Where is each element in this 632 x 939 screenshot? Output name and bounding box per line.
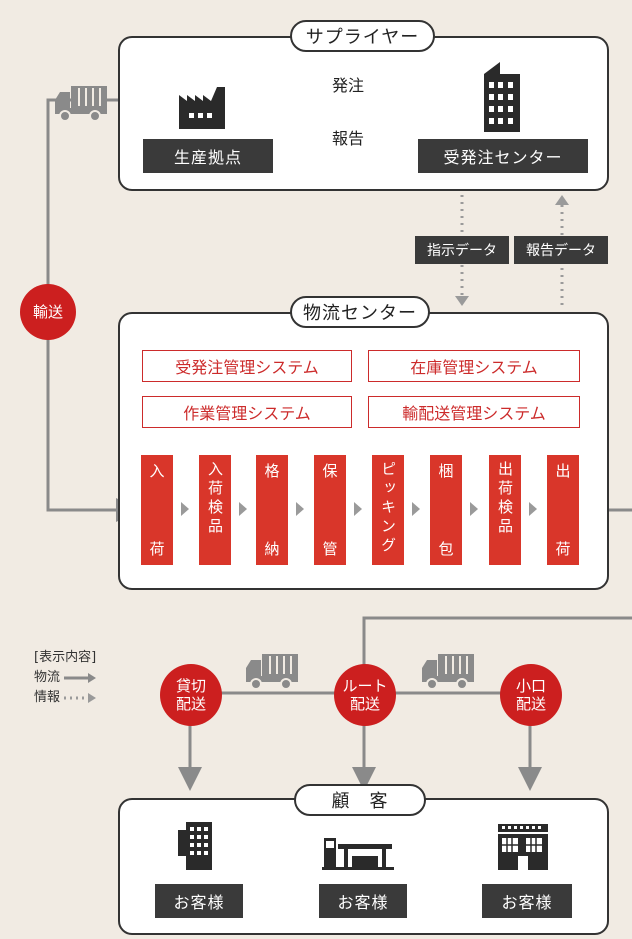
report-label: 報告 bbox=[331, 129, 364, 148]
customer-label-2: お客様 bbox=[319, 884, 407, 918]
process-arrow-icon bbox=[529, 502, 537, 516]
route-delivery-line1: ルート bbox=[342, 677, 388, 695]
supplier-title: サプライヤー bbox=[290, 20, 435, 52]
process-step-1: 入荷 bbox=[141, 455, 173, 565]
route-delivery-badge: ルート 配送 bbox=[334, 664, 396, 726]
process-step-3: 格納 bbox=[256, 455, 288, 565]
small-lot-delivery-line2: 配送 bbox=[515, 695, 546, 713]
truck-icon-charter bbox=[246, 654, 298, 690]
gas-station-icon bbox=[322, 838, 394, 870]
production-base-label: 生産拠点 bbox=[143, 139, 273, 173]
factory-icon bbox=[179, 87, 225, 129]
order-center-label: 受発注センター bbox=[418, 139, 588, 173]
report-data-tag: 報告データ bbox=[514, 236, 608, 264]
truck-icon-route bbox=[422, 654, 474, 690]
process-step-2: 入荷検品 bbox=[199, 455, 231, 565]
customers-title: 顧 客 bbox=[294, 784, 426, 816]
process-step-5: ピッキング bbox=[372, 455, 404, 565]
process-step-bottom: 納 bbox=[264, 540, 280, 558]
process-step-bottom: 荷 bbox=[555, 540, 571, 558]
legend-goods-label: 物流 bbox=[34, 670, 61, 685]
process-step-text: 出荷検品 bbox=[496, 461, 514, 537]
system-work-management: 作業管理システム bbox=[142, 396, 352, 428]
customer-label-3: お客様 bbox=[482, 884, 572, 918]
process-arrow-icon bbox=[296, 502, 304, 516]
process-step-4: 保管 bbox=[314, 455, 346, 565]
process-step-top: 入 bbox=[149, 462, 165, 480]
instruction-arrowhead bbox=[455, 296, 469, 306]
report-arrowhead bbox=[555, 195, 569, 205]
route-delivery-line2: 配送 bbox=[349, 695, 380, 713]
legend-info-arrow-icon bbox=[64, 693, 97, 703]
charter-delivery-line2: 配送 bbox=[175, 695, 206, 713]
order-label: 発注 bbox=[331, 76, 364, 95]
truck-icon bbox=[55, 86, 107, 122]
legend-title: [表示内容] bbox=[34, 650, 97, 665]
process-arrow-icon bbox=[181, 502, 189, 516]
office-building-icon bbox=[178, 822, 212, 870]
legend-info-label: 情報 bbox=[34, 690, 61, 705]
process-step-top: 保 bbox=[322, 462, 338, 480]
process-step-8: 出荷 bbox=[547, 455, 579, 565]
process-step-bottom: 荷 bbox=[149, 540, 165, 558]
process-step-top: 格 bbox=[264, 462, 280, 480]
transport-badge: 輸送 bbox=[20, 284, 76, 340]
legend-info-row: 情報 bbox=[34, 688, 124, 708]
process-step-text: ピッキング bbox=[379, 461, 397, 556]
process-step-top: 出 bbox=[555, 462, 571, 480]
store-icon bbox=[498, 824, 548, 870]
process-step-7: 出荷検品 bbox=[489, 455, 521, 565]
process-arrow-icon bbox=[470, 502, 478, 516]
system-transport-management: 輸配送管理システム bbox=[368, 396, 580, 428]
process-step-bottom: 管 bbox=[322, 540, 338, 558]
building-icon bbox=[484, 62, 520, 132]
small-lot-delivery-line1: 小口 bbox=[515, 677, 546, 695]
process-arrow-icon bbox=[412, 502, 420, 516]
process-arrow-icon bbox=[354, 502, 362, 516]
legend-goods-row: 物流 bbox=[34, 668, 124, 688]
process-step-6: 梱包 bbox=[430, 455, 462, 565]
process-arrow-icon bbox=[239, 502, 247, 516]
customer-label-1: お客様 bbox=[155, 884, 243, 918]
system-order-management: 受発注管理システム bbox=[142, 350, 352, 382]
process-step-bottom: 包 bbox=[438, 540, 454, 558]
system-inventory-management: 在庫管理システム bbox=[368, 350, 580, 382]
charter-delivery-badge: 貸切 配送 bbox=[160, 664, 222, 726]
process-step-text: 入荷検品 bbox=[206, 461, 224, 537]
process-step-top: 梱 bbox=[438, 462, 454, 480]
legend-goods-arrow-icon bbox=[64, 673, 97, 683]
route-feed-line bbox=[362, 616, 632, 693]
instruction-data-tag: 指示データ bbox=[415, 236, 509, 264]
logistics-center-title: 物流センター bbox=[290, 296, 430, 328]
charter-delivery-line1: 貸切 bbox=[175, 677, 206, 695]
small-lot-delivery-badge: 小口 配送 bbox=[500, 664, 562, 726]
legend: [表示内容] 物流 情報 bbox=[34, 648, 124, 708]
